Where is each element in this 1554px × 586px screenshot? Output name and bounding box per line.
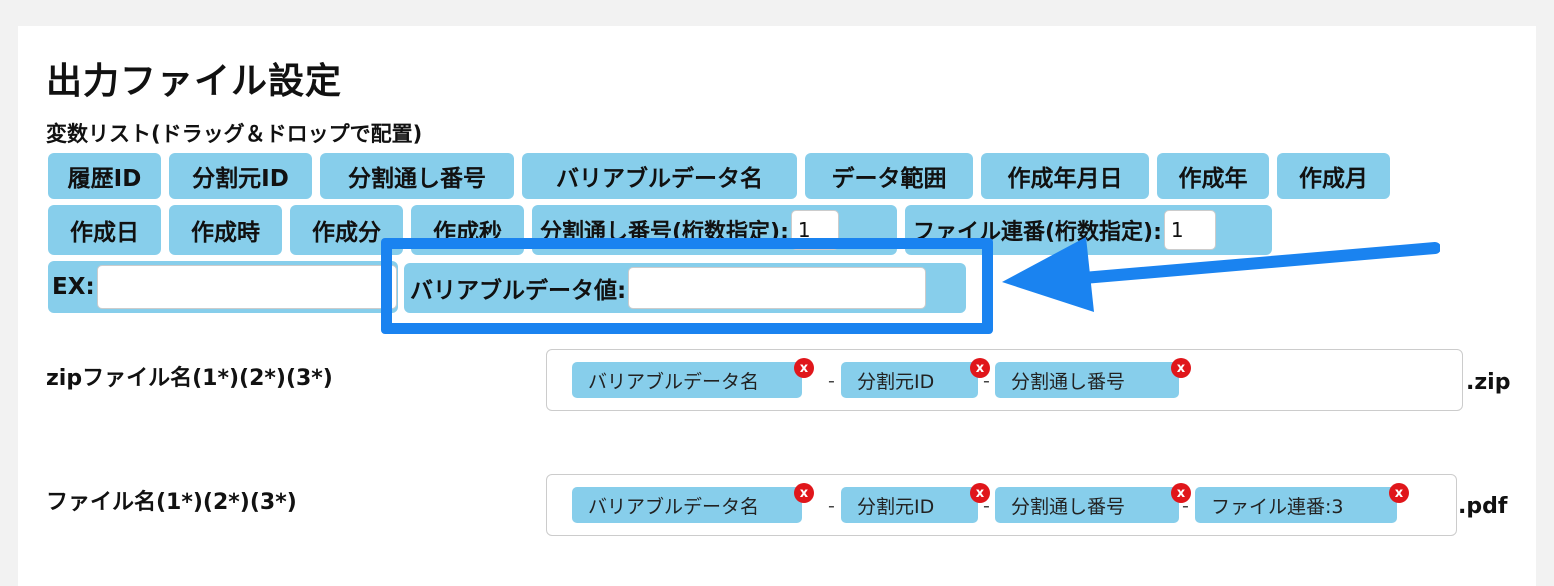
highlight-frame (381, 238, 993, 334)
pdf-extension: .pdf (1458, 494, 1508, 519)
page-title: 出力ファイル設定 (46, 61, 343, 102)
variable-data-value-label: バリアブルデータ値: (410, 278, 627, 304)
variable-chip-created-day[interactable]: 作成日 (48, 205, 161, 255)
variable-chip-data-range[interactable]: データ範囲 (805, 153, 973, 199)
file-tag-split-source-id[interactable]: 分割元ID x (841, 483, 990, 523)
filename-label: ファイル名(1*)(2*)(3*) (46, 490, 297, 515)
pointer-arrow-icon (1002, 237, 1440, 312)
variable-chip-created-hour[interactable]: 作成時 (169, 205, 282, 255)
zip-tag-split-serial[interactable]: 分割通し番号 x (995, 358, 1191, 398)
separator: - (1182, 495, 1189, 517)
separator: - (983, 495, 990, 517)
variable-data-value-input[interactable] (628, 267, 927, 309)
variable-chip-variable-data-name[interactable]: バリアブルデータ名 (522, 153, 797, 199)
remove-tag-icon[interactable]: x (794, 358, 814, 378)
file-tag-file-serial[interactable]: ファイル連番:3 x (1195, 483, 1409, 523)
zip-tag-split-source-id[interactable]: 分割元ID x (841, 358, 990, 398)
variable-chip-created-month[interactable]: 作成月 (1277, 153, 1390, 199)
zip-extension: .zip (1466, 370, 1511, 395)
separator: - (828, 370, 835, 392)
variable-chip-history-id[interactable]: 履歴ID (48, 153, 161, 199)
ex-input[interactable] (96, 265, 397, 309)
variable-chip-split-serial[interactable]: 分割通し番号 (320, 153, 514, 199)
separator: - (983, 370, 990, 392)
file-serial-digits-input[interactable] (1163, 210, 1216, 250)
variable-chip-ex[interactable]: EX: (48, 261, 398, 313)
remove-tag-icon[interactable]: x (970, 483, 990, 503)
remove-tag-icon[interactable]: x (1389, 483, 1409, 503)
remove-tag-icon[interactable]: x (794, 483, 814, 503)
variable-chip-split-source-id[interactable]: 分割元ID (169, 153, 312, 199)
remove-tag-icon[interactable]: x (1171, 483, 1191, 503)
zip-filename-dropzone[interactable]: バリアブルデータ名 x - 分割元ID x - 分割通し番号 x (546, 349, 1463, 411)
variable-chip-created-date[interactable]: 作成年月日 (981, 153, 1149, 199)
zip-tag-variable-data-name[interactable]: バリアブルデータ名 x (572, 358, 814, 398)
file-tag-variable-data-name[interactable]: バリアブルデータ名 x (572, 483, 814, 523)
variable-list-label: 変数リスト(ドラッグ＆ドロップで配置) (46, 122, 423, 146)
filename-dropzone[interactable]: バリアブルデータ名 x - 分割元ID x - 分割通し番号 x - ファイル連… (546, 474, 1457, 536)
variable-chip-created-year[interactable]: 作成年 (1157, 153, 1269, 199)
variable-chip-file-serial-digits[interactable]: ファイル連番(桁数指定): (905, 205, 1272, 255)
ex-label: EX: (52, 274, 95, 300)
separator: - (828, 495, 835, 517)
zip-filename-label: zipファイル名(1*)(2*)(3*) (46, 366, 333, 391)
file-tag-split-serial[interactable]: 分割通し番号 x (995, 483, 1191, 523)
remove-tag-icon[interactable]: x (1171, 358, 1191, 378)
remove-tag-icon[interactable]: x (970, 358, 990, 378)
variable-chip-variable-data-value[interactable]: バリアブルデータ値: (404, 263, 966, 313)
